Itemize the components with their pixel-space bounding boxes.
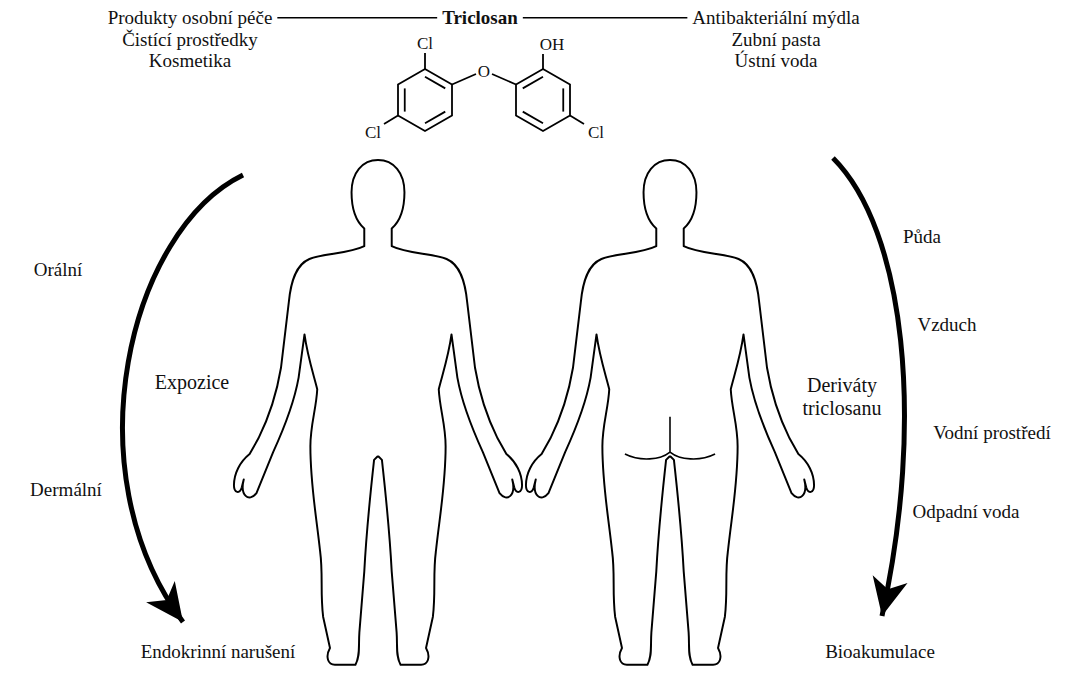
atom-label: OH bbox=[539, 36, 566, 53]
route-label: Dermální bbox=[30, 479, 102, 501]
arrow-label: Expozice bbox=[155, 371, 229, 394]
compartment-label: Odpadní voda bbox=[912, 501, 1019, 523]
node-text: Ústní voda bbox=[692, 50, 859, 72]
node-text: Produkty osobní péče bbox=[108, 7, 273, 29]
node-text: Kosmetika bbox=[108, 50, 273, 72]
node-text: Antibakteriální mýdla bbox=[692, 7, 859, 29]
triclosan-structure bbox=[384, 53, 584, 131]
atom-label: Cl bbox=[364, 124, 382, 141]
compound-name: Triclosan bbox=[440, 7, 520, 29]
effect-label: Bioakumulace bbox=[825, 641, 935, 663]
human-back bbox=[526, 160, 814, 665]
node-text: Čistící prostředky bbox=[108, 29, 273, 51]
compartment-label: Vzduch bbox=[917, 314, 976, 336]
atom-label: O bbox=[477, 63, 491, 80]
effect-label: Endokrinní narušení bbox=[141, 641, 296, 663]
connector-line bbox=[523, 17, 688, 19]
atom-label: Cl bbox=[587, 124, 605, 141]
node-text: Triclosan bbox=[442, 7, 518, 29]
product-group: Antibakteriální mýdlaZubní pastaÚstní vo… bbox=[690, 7, 861, 72]
connector-line bbox=[277, 17, 437, 19]
product-group: Produkty osobní péčeČistící prostředkyKo… bbox=[106, 7, 275, 72]
arrow-label: Deriváty triclosanu bbox=[790, 374, 894, 420]
human-front bbox=[234, 160, 522, 665]
compartment-label: Půda bbox=[903, 226, 941, 248]
exposure-arrow bbox=[123, 175, 243, 622]
node-text: Zubní pasta bbox=[692, 29, 859, 51]
route-label: Orální bbox=[34, 259, 83, 281]
compartment-label: Vodní prostředí bbox=[933, 422, 1050, 444]
atom-label: Cl bbox=[416, 35, 434, 52]
